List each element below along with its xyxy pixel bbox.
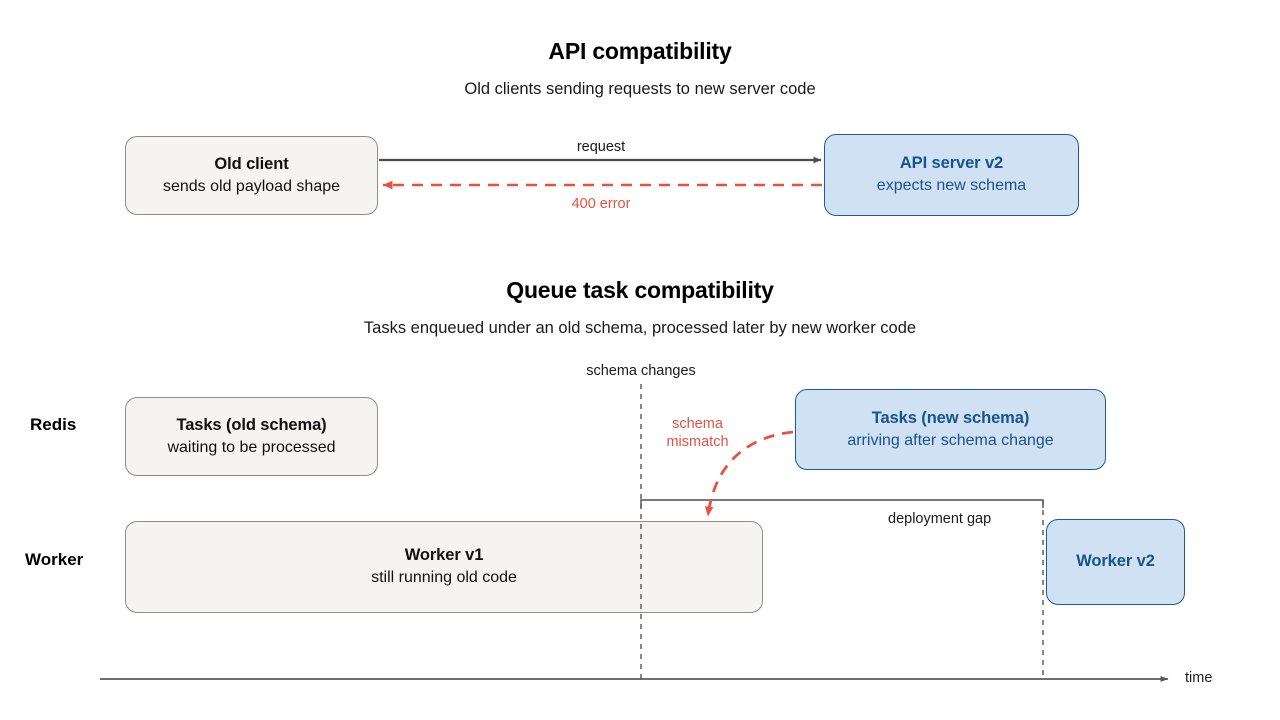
node-tasks-old-schema-title: Tasks (old schema) <box>176 415 327 434</box>
node-api-server-v2-subtitle: expects new schema <box>876 177 1027 195</box>
queue-section-title: Queue task compatibility <box>506 277 774 303</box>
node-old-client-title: Old client <box>214 154 289 173</box>
node-api-server-v2-title: API server v2 <box>899 154 1004 173</box>
edge-label-400-error: 400 error <box>571 196 631 212</box>
marker-label-deployment-gap: deployment gap <box>888 511 992 527</box>
schema-mismatch-line-1: schema <box>672 416 723 432</box>
schema-mismatch-line-2: mismatch <box>666 434 729 451</box>
time-axis-label: time <box>1185 670 1213 686</box>
node-tasks-old-schema[interactable]: Tasks (old schema) waiting to be process… <box>125 397 378 476</box>
deployment-gap-bracket <box>640 499 1044 508</box>
api-section-title: API compatibility <box>548 38 732 64</box>
api-section-subtitle: Old clients sending requests to new serv… <box>464 80 816 98</box>
node-worker-v1-subtitle: still running old code <box>371 569 517 587</box>
lane-label-worker: Worker <box>25 550 84 569</box>
node-tasks-new-schema[interactable]: Tasks (new schema) arriving after schema… <box>795 389 1106 470</box>
node-worker-v1-title: Worker v1 <box>404 546 484 565</box>
marker-label-schema-changes: schema changes <box>586 363 696 379</box>
node-worker-v1[interactable]: Worker v1 still running old code <box>125 521 763 613</box>
edge-label-request: request <box>576 139 626 155</box>
node-api-server-v2[interactable]: API server v2 expects new schema <box>824 134 1079 216</box>
node-tasks-old-schema-subtitle: waiting to be processed <box>167 438 336 456</box>
node-old-client[interactable]: Old client sends old payload shape <box>125 136 378 215</box>
node-tasks-new-schema-subtitle: arriving after schema change <box>847 431 1054 449</box>
marker-label-schema-mismatch: schema mismatch <box>660 415 735 451</box>
node-worker-v2[interactable]: Worker v2 <box>1046 519 1185 605</box>
lane-label-redis: Redis <box>30 415 77 434</box>
node-tasks-new-schema-title: Tasks (new schema) <box>871 408 1030 427</box>
node-worker-v2-title: Worker v2 <box>1076 552 1155 571</box>
queue-section-subtitle: Tasks enqueued under an old schema, proc… <box>363 319 917 337</box>
node-old-client-subtitle: sends old payload shape <box>162 177 341 195</box>
